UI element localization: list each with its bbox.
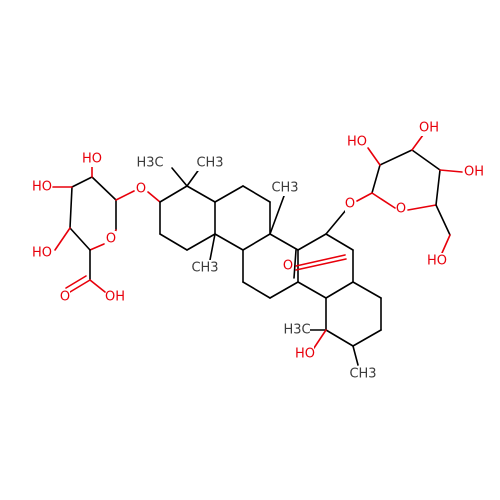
atom-label-o-glyco-left: O <box>136 182 146 197</box>
atom-label-o-glyco-right: O <box>345 197 355 212</box>
atom-label-me-5: H3C <box>283 323 310 338</box>
atom-label-bg <box>192 260 218 276</box>
atom-label-bg <box>296 346 314 362</box>
atom-label-me-4: CH3 <box>191 261 218 276</box>
atom-label-oh-c: HO <box>32 246 52 261</box>
atom-label-bg <box>348 134 366 150</box>
atom-label-bg <box>60 289 70 305</box>
atom-label-bg <box>283 258 293 274</box>
atom-label-bg <box>197 155 223 171</box>
atom-label-bg <box>396 201 406 217</box>
atom-label-me-6: CH3 <box>349 367 376 382</box>
atom-label-ho-ch2: HO <box>427 254 447 269</box>
atom-label-bg <box>428 253 446 269</box>
atom-label-me-2: CH3 <box>196 156 223 171</box>
atom-label-bg <box>272 180 298 196</box>
atom-label-bg <box>345 196 355 212</box>
atom-label-ketone-o: O <box>283 259 293 274</box>
atom-label-oh-f: OH <box>464 165 484 180</box>
atom-label-me-3: CH3 <box>271 181 298 196</box>
atom-label-acid-o: O <box>60 290 70 305</box>
atom-label-oh-e: OH <box>419 121 439 136</box>
atom-label-bg <box>420 120 438 136</box>
atom-label-bg <box>350 366 376 382</box>
atom-label-acid-oh: OH <box>105 290 125 305</box>
atom-label-bg <box>33 245 51 261</box>
atom-label-bg <box>136 181 146 197</box>
atom-label-oh-b: HO <box>32 180 52 195</box>
atom-label-me-1: H3C <box>136 156 163 171</box>
atom-label-bg <box>465 164 483 180</box>
atom-label-bg <box>284 322 310 338</box>
atom-label-ring-o-left: O <box>106 232 116 247</box>
atom-label-bg <box>83 151 101 167</box>
bond-lines <box>52 134 463 366</box>
atom-label-bg <box>106 231 116 247</box>
atom-label-bg <box>33 179 51 195</box>
atom-label-bg <box>106 289 124 305</box>
atom-label-ring-o-right: O <box>396 202 406 217</box>
atom-label-oh-d: HO <box>347 135 367 150</box>
atom-label-oh-a: HO <box>82 152 102 167</box>
atom-label-bg <box>137 155 163 171</box>
atom-label-ho-lower: HO <box>295 347 315 362</box>
